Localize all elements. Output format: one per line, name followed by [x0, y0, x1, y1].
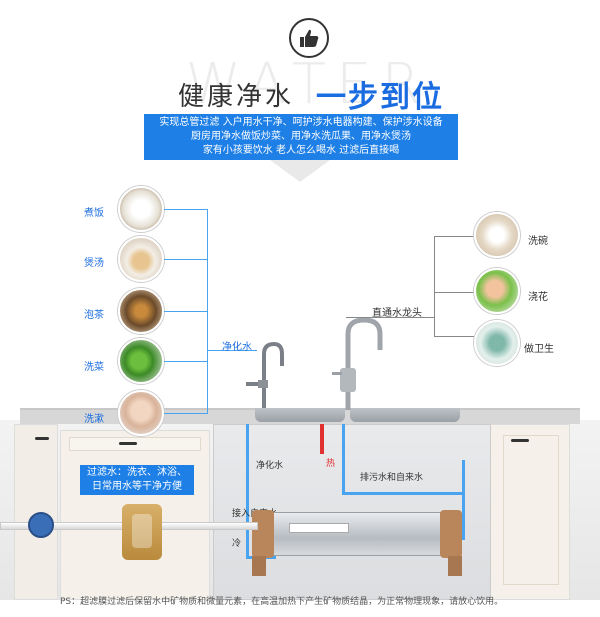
connector-line: [434, 292, 474, 293]
left-cabinet: [60, 430, 210, 600]
description-box: 实现总管过滤 入户用水干净、呵护涉水电器构建、保护涉水设备 厨房用净水做饭炒菜、…: [144, 114, 458, 160]
pipe-label-drain: 排污水和自来水: [360, 473, 424, 483]
drain-pipe: [342, 492, 462, 495]
pipe-label-purified: 净化水: [256, 461, 284, 471]
water-meter-icon: [28, 512, 54, 538]
use-label-vegetables: 洗菜: [84, 362, 104, 373]
connector-line: [434, 236, 474, 237]
connector-line: [346, 317, 434, 318]
connector-line: [434, 336, 474, 337]
face-wash-icon: [118, 390, 164, 436]
note-line: 日常用水等干净方便: [92, 481, 182, 492]
purifier-faucet-icon: [246, 341, 284, 408]
cold-pipe: [342, 424, 345, 494]
right-cabinet: [490, 424, 570, 600]
rice-bowl-icon: [118, 186, 164, 232]
connector-label-purified: 净化水: [222, 342, 252, 353]
filter-leg-left: [252, 556, 266, 576]
headline-left: 健康净水: [178, 82, 295, 112]
description-line: 实现总管过滤 入户用水干净、呵护涉水电器构建、保护涉水设备: [159, 117, 443, 128]
description-line: 厨房用净水做饭炒菜、用净水洗瓜果、用净水煲汤: [191, 131, 411, 142]
use-label-wash: 洗漱: [84, 414, 104, 425]
use-label-soup: 煲汤: [84, 258, 104, 269]
cleaning-icon: [474, 320, 520, 366]
soup-bowl-icon: [118, 236, 164, 282]
purified-pipe: [246, 424, 249, 558]
connector-line: [164, 361, 208, 362]
headline-right: 一步到位: [316, 80, 444, 115]
note-line: 过滤水：洗衣、沐浴、: [87, 467, 187, 478]
description-line: 家有小孩要饮水 老人怎么喝水 过滤后直接喝: [202, 145, 400, 156]
drain-pipe-vertical: [462, 460, 465, 540]
connector-label-direct: 直通水龙头: [372, 308, 422, 319]
hot-pipe: [320, 424, 324, 454]
use-label-rice: 煮饭: [84, 208, 104, 219]
sink-basin-right: [350, 408, 460, 422]
thumbs-up-icon: [289, 18, 329, 58]
ps-footnote: PS：超滤膜过滤后保留水中矿物质和微量元素，在高温加热下产生矿物质结晶，为正常物…: [60, 597, 504, 607]
flower-icon: [474, 268, 520, 314]
connector-line: [164, 259, 208, 260]
connector-line: [207, 350, 257, 351]
main-faucet-icon: [332, 317, 383, 410]
water-filter-unit: [258, 512, 458, 556]
filter-end-cap-right: [440, 510, 462, 558]
filtered-water-note: 过滤水：洗衣、沐浴、 日常用水等干净方便: [80, 465, 194, 495]
use-label-tea: 泡茶: [84, 310, 104, 321]
connector-line: [164, 311, 208, 312]
pointer-triangle: [270, 160, 330, 182]
pipe-label-cold: 冷: [232, 539, 242, 549]
teapot-icon: [118, 288, 164, 334]
vegetables-icon: [118, 338, 164, 384]
filter-leg-right: [448, 556, 462, 576]
connector-line: [207, 209, 208, 414]
connector-line: [434, 236, 435, 336]
filter-end-cap-left: [252, 510, 274, 558]
watermark-text: WATER: [185, 52, 431, 117]
pipe-label-hot: 热: [326, 459, 336, 469]
connector-line: [164, 209, 208, 210]
dishes-icon: [474, 212, 520, 258]
use-label-dishes: 洗碗: [528, 236, 548, 247]
connector-line: [164, 413, 208, 414]
sink-basin-left: [255, 408, 345, 422]
use-label-cleaning: 做卫生: [524, 344, 554, 355]
pre-filter-icon: [122, 504, 162, 560]
use-label-flower: 浇花: [528, 292, 548, 303]
